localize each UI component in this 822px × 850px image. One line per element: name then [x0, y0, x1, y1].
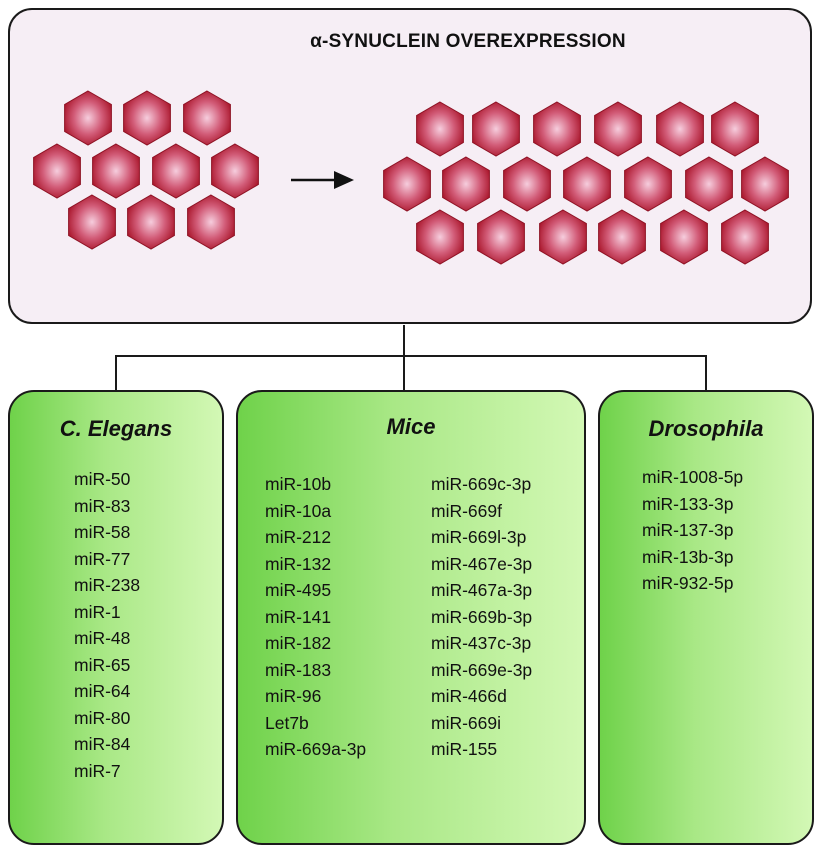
mirna-item: miR-467a-3p: [431, 580, 533, 600]
cell-hexagon-overexpression: [563, 156, 611, 212]
cell-hexagon-normal: [64, 90, 112, 146]
mice-title: Mice: [386, 414, 436, 439]
mirna-item: miR-65: [74, 654, 131, 675]
cell-hexagon-overexpression: [660, 209, 708, 265]
mirna-item: miR-80: [74, 707, 131, 728]
mirna-item: miR-10a: [265, 500, 332, 521]
mirna-item: miR-669a-3p: [265, 739, 367, 759]
cell-hexagon-overexpression: [472, 101, 520, 157]
cell-hexagon-overexpression: [416, 101, 464, 157]
mirna-item: miR-48: [74, 628, 131, 648]
cell-hexagon-normal: [33, 143, 81, 199]
cell-hexagon-overexpression: [477, 209, 525, 265]
mirna-item: miR-669f: [431, 500, 502, 521]
drosophila-box: Drosophila miR-1008-5p miR-133-3p miR-13…: [598, 390, 814, 845]
mirna-item: miR-183: [265, 659, 332, 680]
mirna-item: miR-77: [74, 548, 131, 569]
cell-hexagon-normal: [68, 194, 116, 250]
cell-hexagon-overexpression: [539, 209, 587, 265]
cell-hexagon-overexpression: [721, 209, 769, 265]
mirna-item: miR-932-5p: [642, 573, 734, 593]
cell-hexagon-overexpression: [594, 101, 642, 157]
mirna-item: miR-83: [74, 495, 131, 516]
mirna-item: miR-155: [431, 739, 498, 759]
mirna-item: miR-466d: [431, 686, 507, 706]
drosophila-title: Drosophila: [648, 416, 764, 441]
mirna-item: miR-238: [74, 575, 141, 595]
mirna-item: miR-132: [265, 553, 332, 574]
mirna-item: miR-133-3p: [642, 493, 734, 514]
mirna-item: miR-58: [74, 522, 131, 542]
cell-hexagon-overexpression: [624, 156, 672, 212]
mirna-item: miR-141: [265, 606, 332, 627]
mirna-item: miR-212: [265, 527, 332, 547]
mirna-item: miR-137-3p: [642, 520, 734, 540]
cell-hexagon-overexpression: [533, 101, 581, 157]
mirna-item: miR-437c-3p: [431, 633, 532, 653]
mirna-item: miR-1008-5p: [642, 467, 744, 487]
mirna-item: miR-669c-3p: [431, 474, 532, 494]
mice-box: Mice miR-10b miR-10a miR-212 miR-132 miR…: [236, 390, 586, 845]
mirna-item: miR-64: [74, 681, 131, 701]
cell-illustration: [33, 90, 789, 265]
cell-hexagon-normal: [127, 194, 175, 250]
cell-hexagon-overexpression: [741, 156, 789, 212]
cell-hexagon-normal: [187, 194, 235, 250]
arrow-right-icon: [291, 171, 354, 189]
cell-hexagon-overexpression: [711, 101, 759, 157]
cell-hexagon-overexpression: [598, 209, 646, 265]
mirna-item: miR-1: [74, 601, 121, 622]
mirna-item: miR-669e-3p: [431, 659, 533, 680]
mirna-item: miR-96: [265, 686, 322, 706]
mice-mirna-list-col1: miR-10b miR-10a miR-212 miR-132 miR-495 …: [265, 471, 366, 763]
mirna-item: miR-7: [74, 760, 121, 781]
cell-hexagon-overexpression: [442, 156, 490, 212]
mirna-item: miR-669l-3p: [431, 527, 527, 547]
panel-title: α-SYNUCLEIN OVEREXPRESSION: [310, 31, 626, 52]
cell-hexagon-normal: [152, 143, 200, 199]
mirna-item: miR-669b-3p: [431, 606, 533, 627]
cell-hexagon-normal: [123, 90, 171, 146]
cell-hexagon-normal: [211, 143, 259, 199]
cell-hexagon-overexpression: [383, 156, 431, 212]
mice-mirna-list-col2: miR-669c-3p miR-669f miR-669l-3p miR-467…: [431, 471, 532, 763]
mirna-item: miR-84: [74, 734, 131, 754]
cell-hexagon-overexpression: [503, 156, 551, 212]
mirna-item: miR-10b: [265, 474, 332, 494]
mirna-item: Let7b: [265, 712, 309, 733]
cell-hexagon-normal: [183, 90, 231, 146]
c-elegans-box: C. Elegans miR-50 miR-83 miR-58 miR-77 m…: [8, 390, 224, 845]
mirna-item: miR-495: [265, 580, 332, 600]
mirna-item: miR-467e-3p: [431, 553, 533, 574]
mirna-item: miR-13b-3p: [642, 546, 734, 567]
mirna-item: miR-669i: [431, 712, 502, 733]
mirna-item: miR-182: [265, 633, 332, 653]
cell-hexagon-overexpression: [416, 209, 464, 265]
cell-hexagon-overexpression: [685, 156, 733, 212]
cell-hexagon-normal: [92, 143, 140, 199]
c-elegans-mirna-list: miR-50 miR-83 miR-58 miR-77 miR-238 miR-…: [74, 466, 140, 784]
cell-hexagon-overexpression: [656, 101, 704, 157]
mirna-item: miR-50: [74, 469, 131, 489]
c-elegans-title: C. Elegans: [59, 416, 173, 441]
drosophila-mirna-list: miR-1008-5p miR-133-3p miR-137-3p miR-13…: [642, 464, 743, 597]
